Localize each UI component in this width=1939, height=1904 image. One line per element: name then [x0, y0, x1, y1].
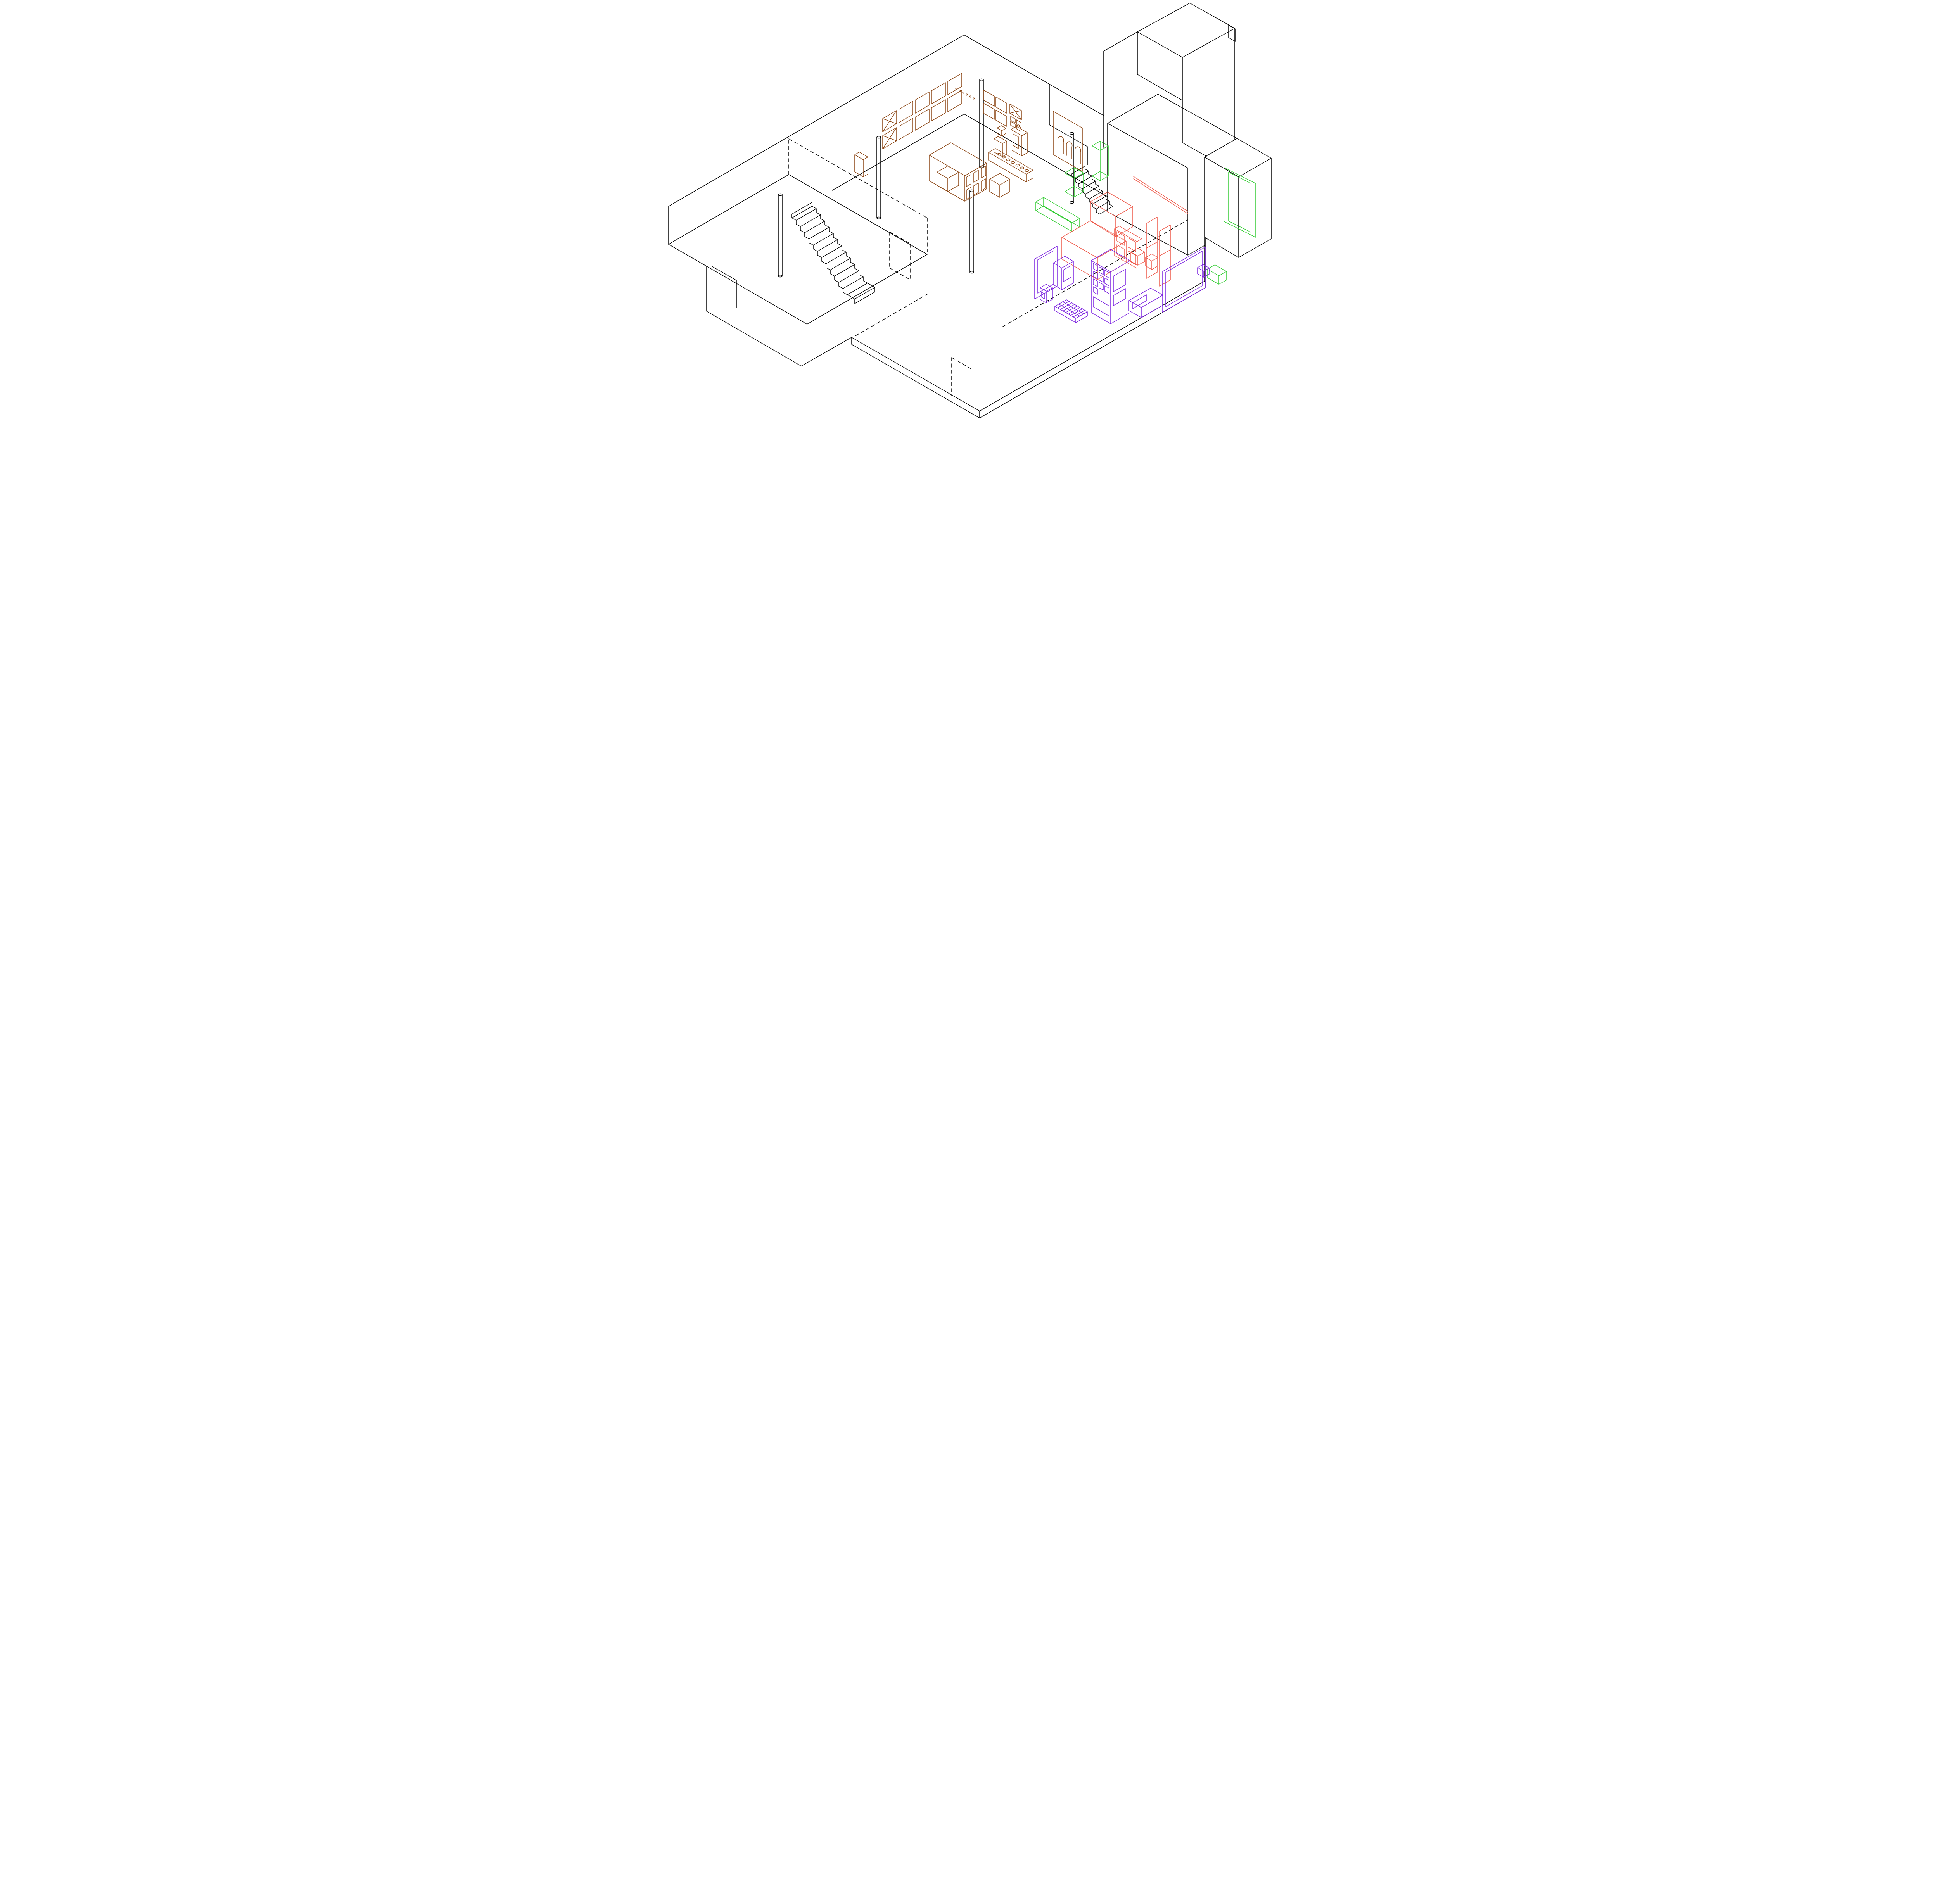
staircase-main-steps — [791, 202, 875, 304]
shelf-and-counter — [929, 142, 1033, 202]
isometric-floorplan — [665, 0, 1274, 419]
wood-furniture — [854, 73, 1083, 202]
column-shafts — [778, 79, 1074, 276]
isometric-floorplan-page — [665, 0, 1274, 419]
columns — [778, 78, 1074, 278]
right-annex-rooms — [1103, 3, 1272, 281]
column-base — [778, 275, 783, 278]
display-cabinets — [854, 125, 1028, 177]
counter-dial — [997, 153, 1001, 156]
wall-hook — [959, 90, 961, 92]
arched-partition — [1053, 111, 1083, 172]
outer-walls — [668, 35, 1108, 245]
column-cap — [970, 189, 974, 192]
column-base — [970, 271, 974, 274]
wall-hook — [955, 88, 957, 90]
mezzanine-plateau — [668, 174, 928, 363]
wall-hook — [966, 93, 968, 96]
column-base — [876, 216, 881, 219]
building-shell — [668, 3, 1272, 418]
staircase-right — [1071, 166, 1113, 214]
column-cap — [979, 78, 984, 81]
column-cap — [778, 193, 783, 196]
green-wireframe-boxes — [1035, 141, 1256, 285]
purple-consoles-and-desks — [1034, 246, 1210, 324]
counter-dial — [1006, 158, 1011, 161]
wall-picture-frames — [882, 73, 962, 149]
column-cap — [876, 136, 881, 139]
counter-dial — [1001, 155, 1006, 159]
hidden-edge-lines — [788, 138, 1188, 407]
column-base — [1070, 201, 1074, 204]
counter-dial — [1015, 164, 1020, 167]
staircase-right-steps — [1071, 166, 1113, 214]
green-fixtures — [1035, 141, 1256, 285]
floor-slab — [668, 237, 1206, 418]
wall-hook — [973, 97, 975, 100]
column-cap — [1070, 132, 1074, 135]
counter-dial — [1011, 161, 1015, 164]
counter-dial — [1025, 169, 1029, 172]
wall-hook — [969, 95, 971, 98]
purple-equipment — [1034, 246, 1210, 324]
column-base — [979, 165, 984, 168]
counter-dial — [1020, 166, 1025, 169]
wall-hook — [962, 92, 964, 94]
staircase-main — [791, 202, 875, 304]
hidden-edges — [788, 138, 1188, 407]
side-wall-frames — [983, 90, 1022, 132]
